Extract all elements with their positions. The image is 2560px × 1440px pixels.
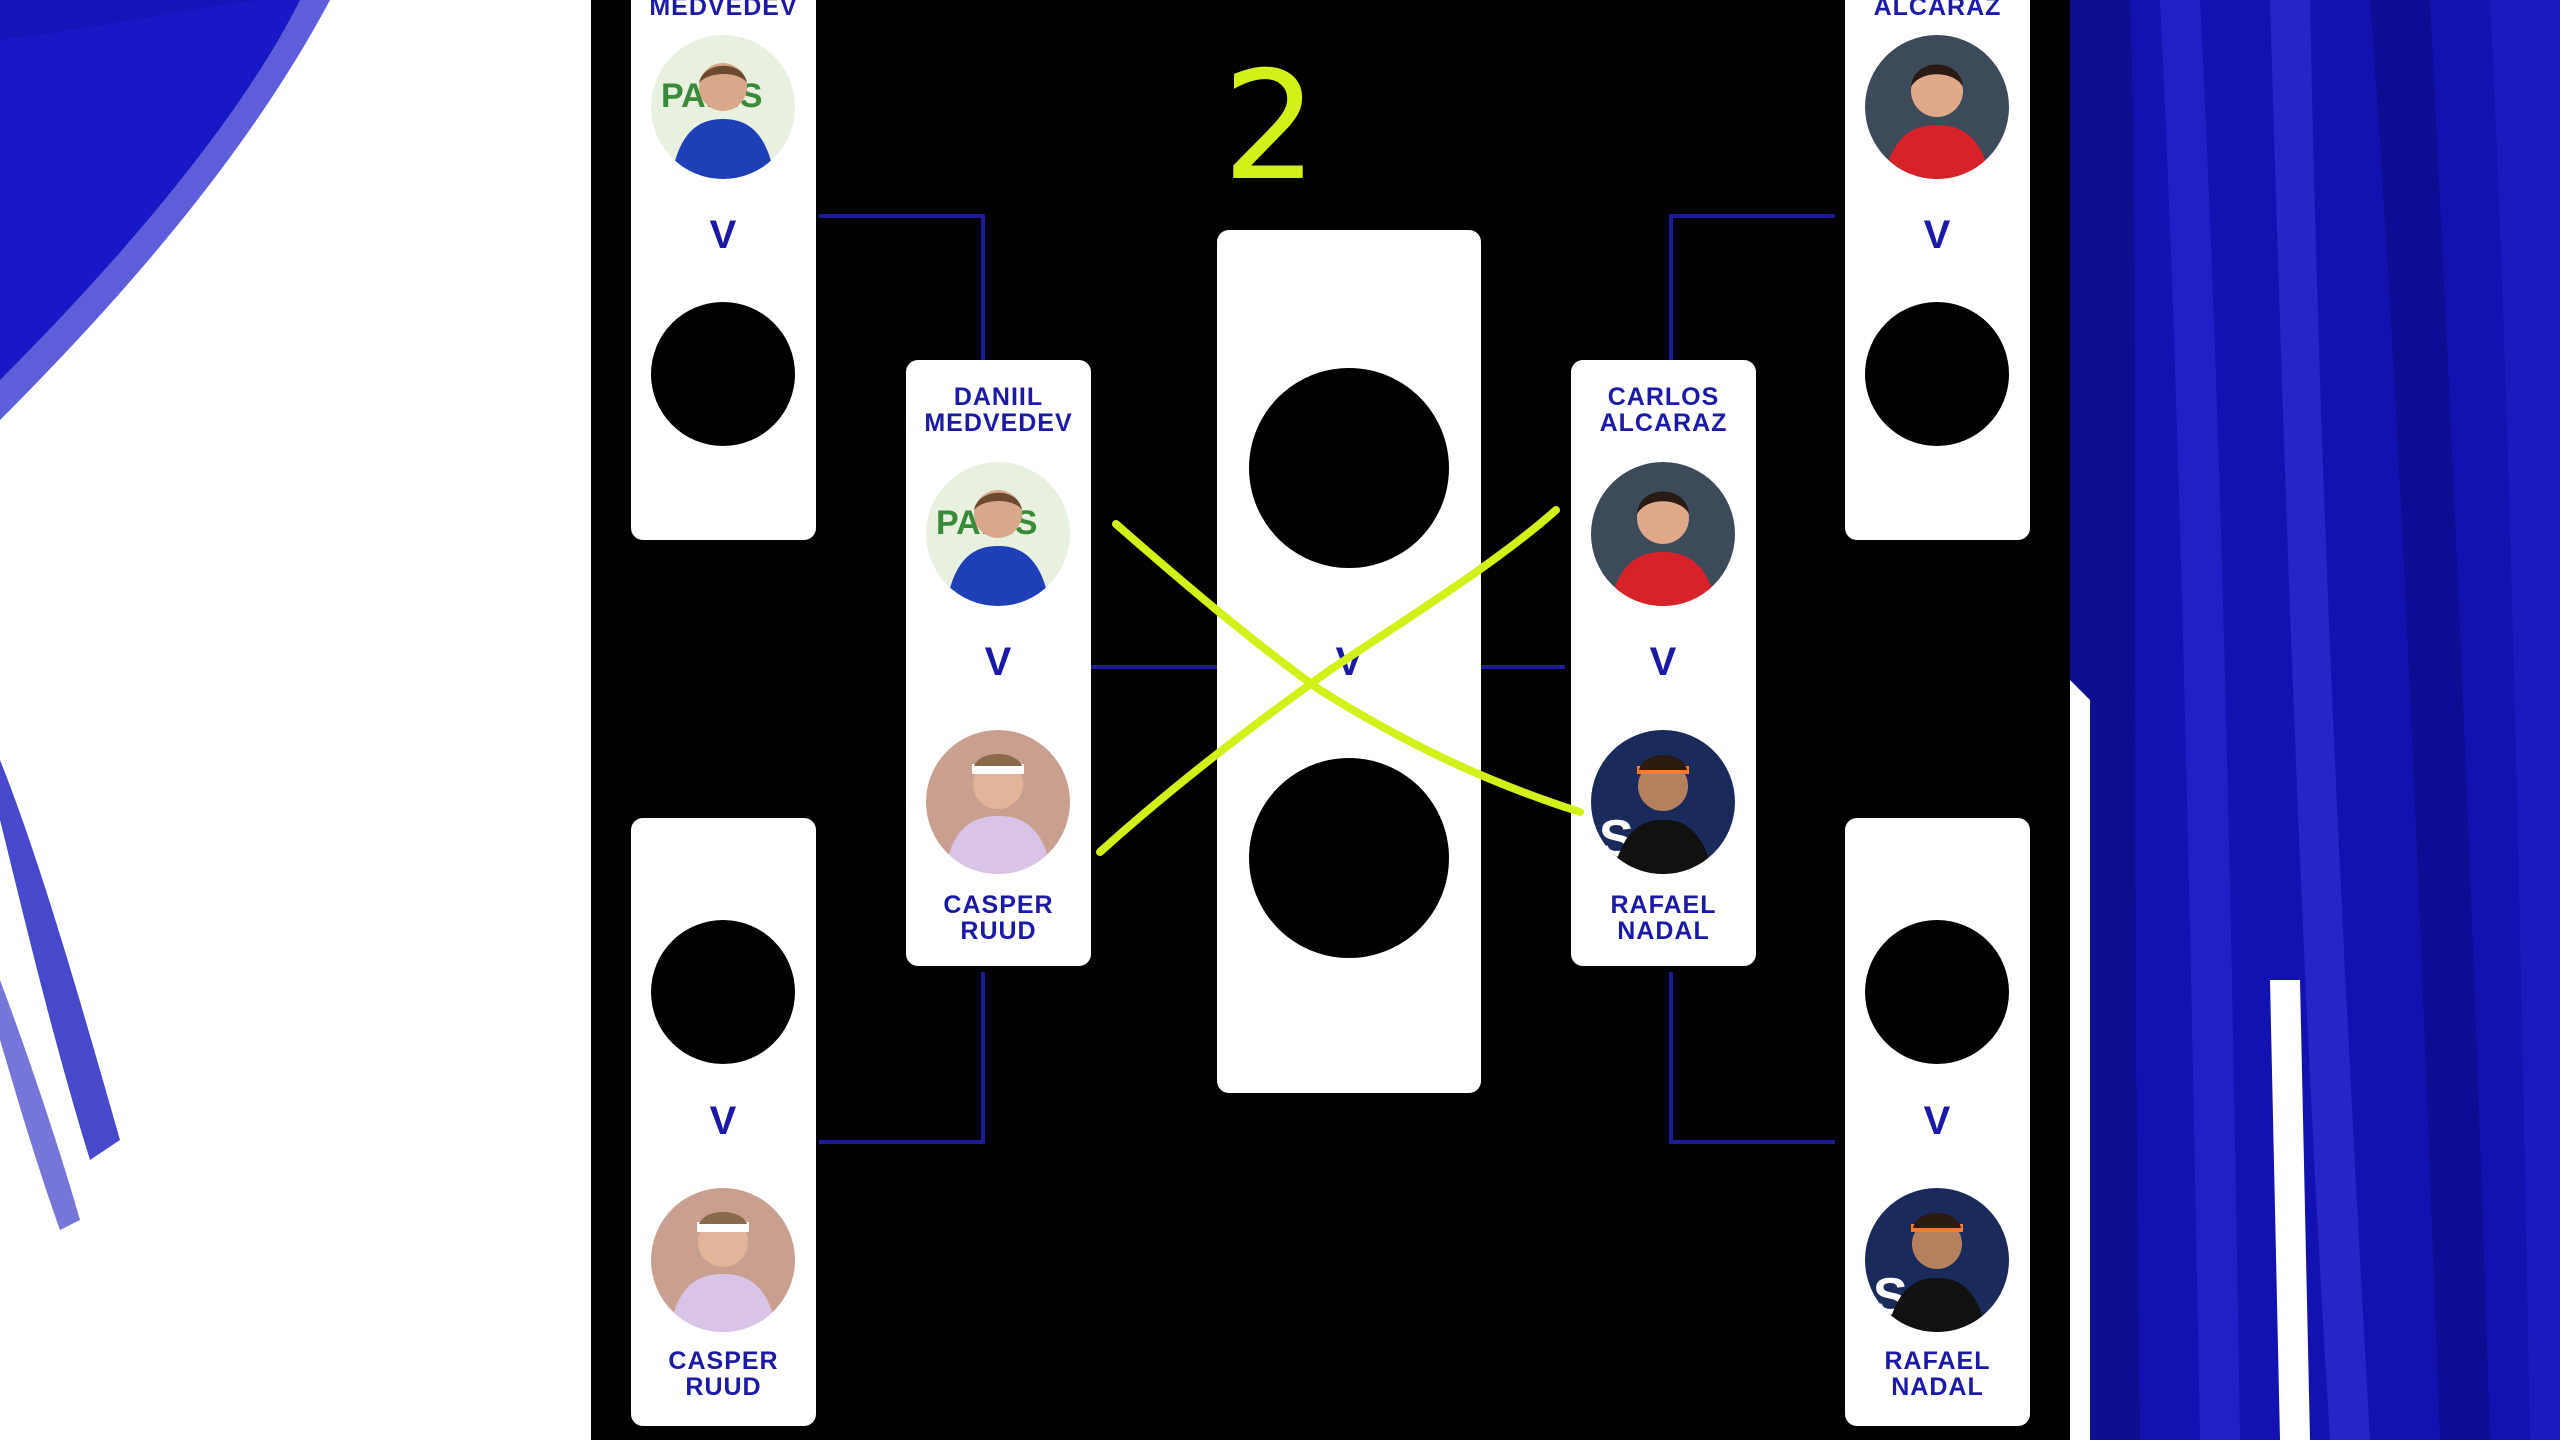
empty-finalist-slot <box>1249 368 1449 568</box>
right-semifinal-card: CARLOS ALCARAZ V S RAFAEL NADAL <box>1571 360 1756 966</box>
player-name-alcaraz: ALCARAZ <box>1873 0 2002 21</box>
connector-left-bottom <box>819 972 985 1144</box>
bracket-board: MEDVEDEV PARIS V V CASPER RUUD <box>591 0 2070 1440</box>
connector-right-top <box>1669 214 1835 366</box>
left-semifinal-card: DANIIL MEDVEDEV PARIS V CASPER RUUD <box>906 360 1091 966</box>
player-name-medvedev: MEDVEDEV <box>649 0 798 21</box>
empty-finalist-slot <box>1249 758 1449 958</box>
connector-right-final <box>1481 665 1565 669</box>
left-top-match-card: MEDVEDEV PARIS V <box>631 0 816 540</box>
player-name-nadal: RAFAEL NADAL <box>1884 1347 1991 1401</box>
connector-left-final <box>1089 665 1217 669</box>
player-photo-alcaraz <box>1591 462 1735 606</box>
player-name-rafael-nadal: RAFAEL NADAL <box>1610 891 1717 945</box>
empty-player-slot <box>1865 920 2009 1064</box>
right-top-match-card: ALCARAZ V <box>1845 0 2030 540</box>
vs-label: V <box>1649 640 1677 684</box>
player-photo-nadal: S <box>1865 1188 2009 1332</box>
vs-label: V <box>709 213 737 257</box>
empty-player-slot <box>651 920 795 1064</box>
blue-curtain-decoration <box>2070 0 2560 1440</box>
player-photo-ruud <box>926 730 1070 874</box>
blue-streak-decoration <box>0 0 330 1230</box>
player-photo-medvedev: PARIS <box>926 462 1070 606</box>
player-name-daniil-medvedev: DANIIL MEDVEDEV <box>924 383 1073 437</box>
vs-label: V <box>709 1099 737 1143</box>
background-left <box>0 0 591 1440</box>
player-name-casper-ruud: CASPER RUUD <box>943 891 1054 945</box>
final-match-card: V <box>1217 230 1481 1093</box>
empty-player-slot <box>651 302 795 446</box>
player-name-carlos-alcaraz: CARLOS ALCARAZ <box>1599 383 1728 437</box>
vs-label: V <box>1335 640 1363 684</box>
player-name-ruud: CASPER RUUD <box>668 1347 779 1401</box>
vs-label: V <box>1923 1099 1951 1143</box>
player-photo-alcaraz <box>1865 35 2009 179</box>
background-right <box>2070 0 2560 1440</box>
vs-label: V <box>1923 213 1951 257</box>
connector-right-bottom <box>1669 972 1835 1144</box>
connector-left-top <box>819 214 985 366</box>
player-photo-ruud <box>651 1188 795 1332</box>
left-bottom-match-card: V CASPER RUUD <box>631 818 816 1426</box>
right-bottom-match-card: V S RAFAEL NADAL <box>1845 818 2030 1426</box>
empty-player-slot <box>1865 302 2009 446</box>
vs-label: V <box>984 640 1012 684</box>
player-photo-medvedev: PARIS <box>651 35 795 179</box>
player-photo-nadal: S <box>1591 730 1735 874</box>
